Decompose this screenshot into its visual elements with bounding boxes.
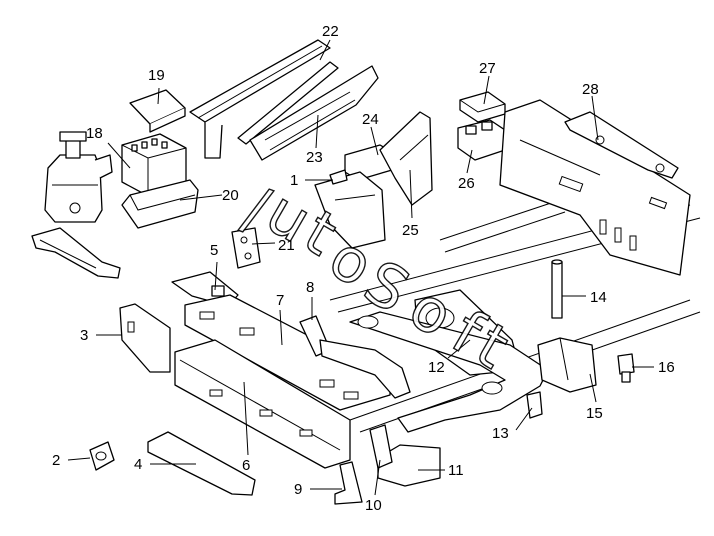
bracket-3 xyxy=(119,303,171,373)
arm-8 xyxy=(299,315,411,399)
callout-20: 20 xyxy=(222,187,239,204)
bracket-10 xyxy=(369,424,393,469)
callout-13: 13 xyxy=(492,425,509,442)
rod-28 xyxy=(564,111,679,179)
callout-25: 25 xyxy=(402,222,419,239)
mount-15 xyxy=(537,337,597,393)
battery xyxy=(121,133,187,197)
callout-8: 8 xyxy=(306,279,314,296)
callout-5: 5 xyxy=(210,242,218,259)
longitudinal-member-22 xyxy=(189,39,331,159)
callout-6: 6 xyxy=(242,457,250,474)
member-23 xyxy=(249,65,379,161)
callout-12: 12 xyxy=(428,359,445,376)
leader-lines xyxy=(67,39,654,496)
callout-16: 16 xyxy=(658,359,675,376)
callout-3: 3 xyxy=(80,327,88,344)
callouts: 1 2 3 4 5 6 7 8 9 10 11 12 13 14 15 16 1… xyxy=(52,23,675,514)
steering-box xyxy=(44,131,113,223)
callout-2: 2 xyxy=(52,452,60,469)
plate-21 xyxy=(231,227,261,269)
bracket-9 xyxy=(334,461,363,505)
pin-14 xyxy=(551,259,563,319)
callout-26: 26 xyxy=(458,175,475,192)
callout-23: 23 xyxy=(306,149,323,166)
frame-section-6 xyxy=(174,339,351,469)
callout-4: 4 xyxy=(134,456,142,473)
plate-11 xyxy=(377,444,441,487)
plate-4 xyxy=(147,431,256,496)
callout-18: 18 xyxy=(86,125,103,142)
callout-11: 11 xyxy=(448,462,464,479)
callout-14: 14 xyxy=(590,289,607,306)
callout-24: 24 xyxy=(362,111,379,128)
callout-21: 21 xyxy=(278,237,295,254)
tube-22 xyxy=(237,61,339,145)
crossmember-7 xyxy=(184,294,391,411)
box-27 xyxy=(459,91,506,123)
callout-15: 15 xyxy=(586,405,603,422)
bracket-plate-19 xyxy=(129,89,186,133)
bush-2 xyxy=(89,441,115,471)
crossmember-25 xyxy=(379,111,433,206)
callout-19: 19 xyxy=(148,67,165,84)
callout-10: 10 xyxy=(365,497,382,514)
callout-7: 7 xyxy=(276,292,284,309)
fitting-16 xyxy=(617,353,635,383)
rear-panel xyxy=(499,99,691,276)
sensor-13 xyxy=(526,391,543,419)
axle-crossmember xyxy=(349,311,549,433)
mount-1 xyxy=(314,169,386,249)
jack-tool xyxy=(31,227,121,279)
watermark: / u t o S o f t xyxy=(234,173,520,384)
callout-27: 27 xyxy=(479,60,496,77)
relay-26 xyxy=(457,119,506,161)
callout-9: 9 xyxy=(294,481,302,498)
battery-tray xyxy=(121,179,199,229)
callout-22: 22 xyxy=(322,23,339,40)
callout-1: 1 xyxy=(290,172,298,189)
callout-28: 28 xyxy=(582,81,599,98)
